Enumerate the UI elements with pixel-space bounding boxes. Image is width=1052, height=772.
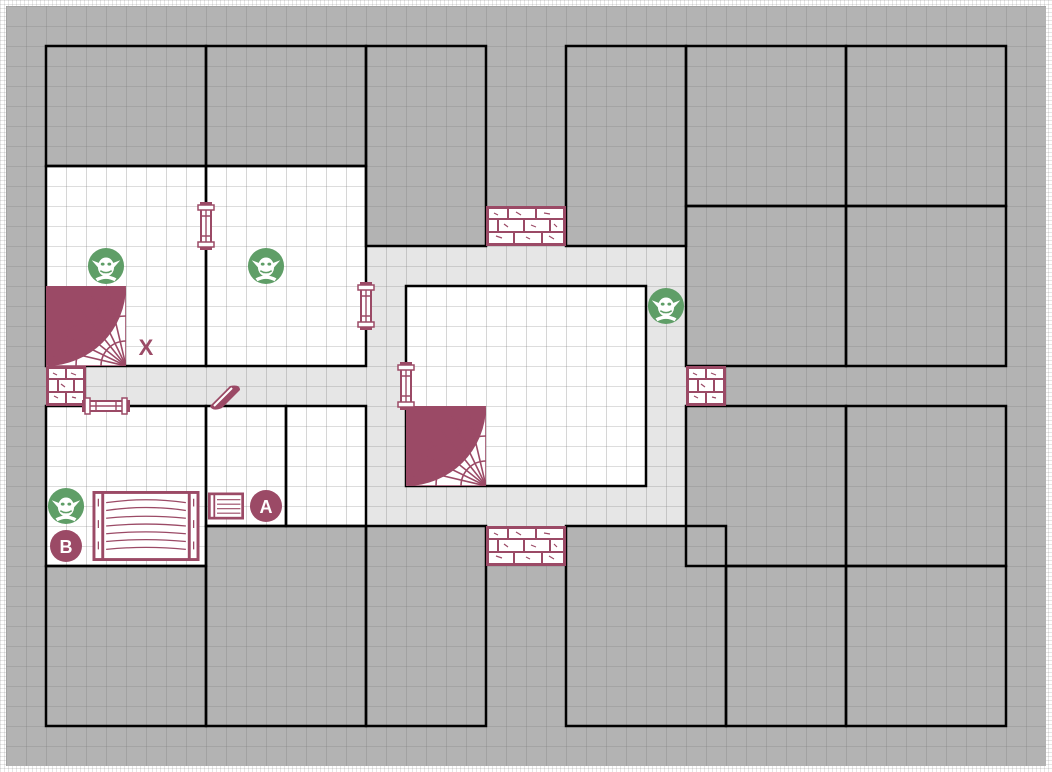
marker-b-label: B xyxy=(60,537,73,557)
door-icon[interactable] xyxy=(397,362,415,410)
marker-a[interactable]: A xyxy=(250,490,282,522)
rubble-block-icon xyxy=(486,206,566,246)
goblin-face-icon[interactable] xyxy=(647,287,685,325)
rubble-block-icon xyxy=(46,366,86,406)
markers: X A B xyxy=(50,335,282,562)
goblin-face-icon[interactable] xyxy=(47,487,85,525)
stairs-icon xyxy=(46,286,126,366)
marker-b-badge xyxy=(50,530,82,562)
door-icon[interactable] xyxy=(82,397,130,415)
goblin-face-icon[interactable] xyxy=(87,247,125,285)
x-marker: X xyxy=(139,335,154,360)
chest-icon xyxy=(208,491,244,521)
door-icon[interactable] xyxy=(197,202,215,250)
table-icon xyxy=(91,491,201,561)
room-walls xyxy=(44,44,1008,728)
marker-a-badge xyxy=(250,490,282,522)
rubble-block-icon xyxy=(686,366,726,406)
stairs-icon xyxy=(406,406,486,486)
marker-a-label: A xyxy=(260,497,273,517)
marker-b[interactable]: B xyxy=(50,530,82,562)
board-grid xyxy=(6,6,1046,766)
rubble-block-icon xyxy=(486,526,566,566)
goblin-face-icon[interactable] xyxy=(247,247,285,285)
door-icon[interactable] xyxy=(357,282,375,330)
